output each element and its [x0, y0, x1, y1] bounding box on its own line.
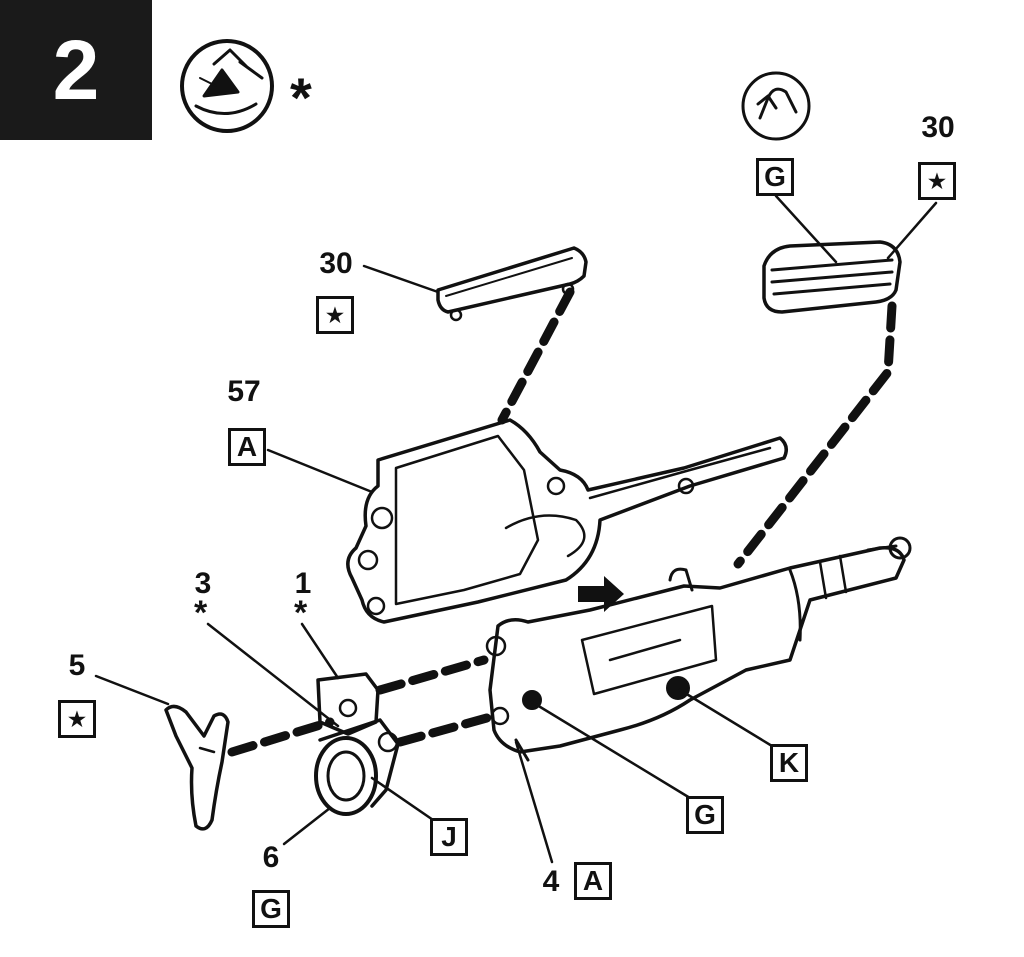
- part-57-number: 57: [227, 375, 261, 408]
- part-57-drawing: [346, 418, 788, 624]
- part-57-code: A: [228, 428, 266, 466]
- leader-5: [94, 674, 170, 706]
- glue-curve-icon: [741, 71, 811, 141]
- leader-k: [678, 688, 774, 748]
- part-30-right-code: ★: [918, 162, 956, 200]
- part-6-code: G: [252, 890, 290, 928]
- paint-code-j: J: [430, 818, 468, 856]
- dashed-guide-30-right: [733, 301, 897, 569]
- leader-g-mid: [530, 700, 692, 800]
- paint-code-g-mid: G: [686, 796, 724, 834]
- leader-1: [300, 622, 340, 680]
- leader-3: [206, 622, 340, 728]
- part-4-code: A: [574, 862, 612, 900]
- dashed-guide-lever: [227, 717, 335, 757]
- paint-detail-icon: [180, 39, 274, 133]
- part-6-number: 6: [262, 841, 280, 874]
- part-6-drawing: [314, 718, 400, 816]
- part-30-left-code: ★: [316, 296, 354, 334]
- part-3-note: *: [194, 594, 208, 632]
- leader-57: [266, 448, 374, 494]
- header-note-symbol: *: [290, 66, 312, 129]
- dashed-guide-upper: [375, 655, 489, 695]
- part-30-right-number: 30: [921, 111, 955, 144]
- part-30-right-drawing: [762, 240, 902, 314]
- step-number: 2: [52, 23, 100, 117]
- leader-30-left: [362, 264, 440, 294]
- step-number-box: 2: [0, 0, 152, 140]
- paint-code-k: K: [770, 744, 808, 782]
- part-1-number: 1: [294, 567, 312, 600]
- dashed-guide-30-left: [497, 287, 575, 425]
- part-1-note: *: [294, 594, 308, 632]
- leader-6: [282, 806, 332, 846]
- part-5-number: 5: [68, 649, 86, 682]
- part-4-number: 4: [542, 865, 560, 898]
- part-3-number: 3: [194, 567, 212, 600]
- paint-code-g-top: G: [756, 158, 794, 196]
- part-5-code: ★: [58, 700, 96, 738]
- leader-g-top: [774, 194, 838, 264]
- leader-30-right: [886, 201, 938, 260]
- part-30-left-number: 30: [319, 247, 353, 280]
- leader-4: [514, 740, 554, 864]
- part-5-drawing: [164, 704, 230, 831]
- transmission-drawing: [485, 536, 912, 762]
- dashed-guide-lower: [395, 711, 499, 747]
- leader-j: [370, 776, 438, 824]
